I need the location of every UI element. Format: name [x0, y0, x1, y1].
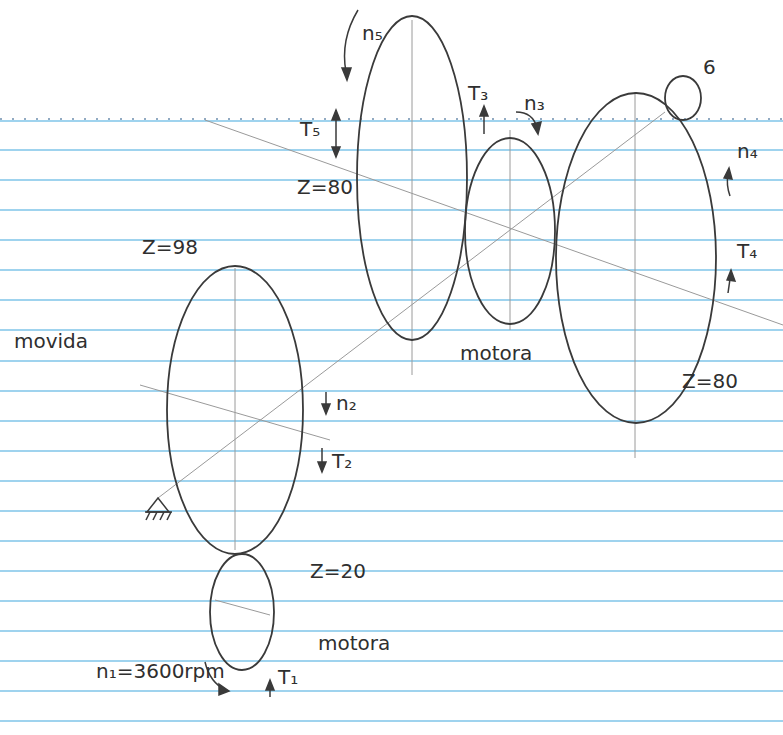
tooth-count: Z=20 [310, 560, 366, 582]
gear-number: 6 [703, 56, 716, 78]
gear-role: movida [14, 330, 88, 352]
rotation-label: n₄ [737, 140, 758, 162]
rotation-label: n₃ [524, 92, 545, 114]
rotation-label: n₂ [336, 392, 357, 414]
gears [167, 16, 716, 670]
speed-label: n₁=3600rpm [96, 660, 225, 682]
torque-label: T₂ [332, 450, 352, 472]
gear-role: motora [460, 342, 532, 364]
rotation-torque-arrows [205, 10, 735, 697]
tooth-count: Z=80 [297, 176, 353, 198]
torque-label: T₃ [468, 82, 488, 104]
torque-label: T₅ [300, 118, 320, 140]
torque-label: T₁ [278, 666, 298, 688]
rotation-label: n₅ [362, 22, 383, 44]
ground-symbol [145, 498, 172, 520]
gear-role: motora [318, 632, 390, 654]
tooth-count: Z=80 [682, 370, 738, 392]
tooth-count: Z=98 [142, 236, 198, 258]
torque-label: T₄ [737, 240, 757, 262]
ruled-lines [0, 119, 783, 721]
